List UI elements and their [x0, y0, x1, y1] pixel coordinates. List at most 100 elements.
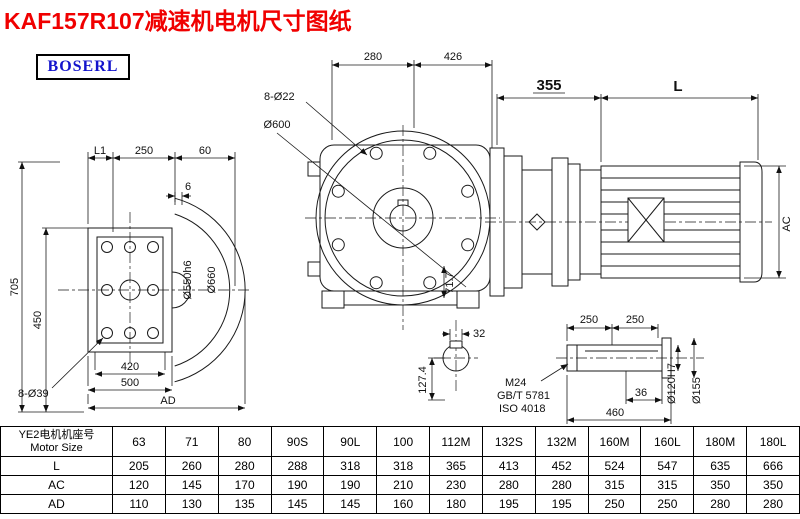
cell: 205: [112, 456, 166, 476]
gearbox-front-face: [87, 197, 246, 383]
dim-460: 460: [606, 407, 624, 419]
size-col: 100: [376, 426, 431, 457]
section-dimensions: 32 127.4: [417, 328, 485, 401]
shaft-section-view: 32 127.4: [417, 320, 485, 401]
dim-420: 420: [121, 361, 139, 373]
cell: 288: [270, 456, 325, 476]
size-col: 80: [217, 426, 272, 457]
cell: 280: [693, 494, 748, 514]
size-col: 180M: [693, 426, 748, 457]
output-shaft-detail: 250 250 M24 GB/T 5781 ISO 4018 36 460 Ø1…: [497, 314, 704, 424]
cell: 230: [429, 475, 483, 495]
section-keyway: [449, 340, 463, 349]
cell: 547: [640, 456, 695, 476]
size-col: 90L: [323, 426, 378, 457]
cell: 180: [429, 494, 483, 514]
foot-left: [321, 290, 345, 309]
motor-body: [600, 161, 763, 283]
cell: 635: [693, 456, 748, 476]
center-view-centerlines: [305, 125, 500, 330]
table-header-motor-size: YE2电机机座号 Motor Size: [0, 426, 113, 457]
cell: 280: [217, 456, 272, 476]
size-col: 160M: [587, 426, 642, 457]
cell: 145: [323, 494, 378, 514]
flange-circle-600: [315, 130, 491, 306]
size-col: 132S: [481, 426, 536, 457]
label-GBT5781: GB/T 5781: [497, 390, 550, 402]
cell: 195: [481, 494, 536, 514]
cell: 413: [481, 456, 536, 476]
cell: 210: [376, 475, 431, 495]
size-col: 180L: [746, 426, 800, 457]
cell: 120: [112, 475, 166, 495]
dim-250: 250: [135, 145, 153, 157]
dim-32: 32: [473, 328, 485, 340]
cell: 110: [112, 494, 166, 514]
left-view: L1 250 60 6 705 450 Ø550h6 Ø660 420: [9, 145, 252, 413]
dim-250a: 250: [580, 314, 598, 326]
size-col: 112M: [429, 426, 483, 457]
dim-426: 426: [444, 51, 462, 63]
cell: 145: [164, 475, 219, 495]
dim-355: 355: [536, 77, 561, 94]
dim-280: 280: [364, 51, 382, 63]
cell: 190: [323, 475, 378, 495]
dim-dia660: Ø660: [206, 267, 218, 294]
left-view-centerlines: [58, 212, 252, 368]
flange-arc-550: [174, 213, 231, 367]
dim-8-dia39: 8-Ø39: [18, 388, 49, 400]
cell: 315: [640, 475, 695, 495]
fan-cover: [739, 161, 763, 283]
table-row-L: L 205 260 280 288 318 318 365 413 452 52…: [0, 456, 800, 476]
motor-size-table: YE2电机机座号 Motor Size 63 71 80 90S 90L 100…: [0, 426, 800, 514]
shaft-body: [566, 337, 672, 379]
dim-500: 500: [121, 377, 139, 389]
cell: 666: [746, 456, 800, 476]
page-title: KAF157R107减速机电机尺寸图纸: [4, 8, 352, 34]
cell: 280: [534, 475, 589, 495]
dim-dia550: Ø550h6: [182, 260, 194, 299]
center-view-dimensions: 280 426 8-Ø22 Ø600 71.7: [264, 51, 493, 298]
cell: 190: [270, 475, 325, 495]
cell: 318: [376, 456, 431, 476]
end-washer: [661, 337, 672, 379]
flange-face: [307, 130, 491, 309]
cell: 365: [429, 456, 483, 476]
dim-127-4: 127.4: [417, 366, 429, 394]
right-view: 355 L AC: [485, 77, 793, 297]
size-col: 71: [164, 426, 219, 457]
header-line-cn: YE2电机机座号: [18, 428, 95, 441]
cell: 318: [323, 456, 378, 476]
left-view-dimensions: L1 250 60 6 705 450 Ø550h6 Ø660 420: [9, 145, 246, 413]
dim-dia155: Ø155: [691, 377, 703, 404]
cell: 130: [164, 494, 219, 514]
cell: 250: [640, 494, 695, 514]
cell: 350: [693, 475, 748, 495]
header-line-en: Motor Size: [30, 441, 83, 454]
hub-bump: [171, 271, 191, 309]
dim-705: 705: [9, 278, 21, 296]
dim-dia600: Ø600: [264, 119, 291, 131]
row-label: AD: [0, 494, 113, 514]
oil-plug-diamond: [528, 213, 546, 231]
flange-arc-660: [174, 197, 246, 383]
dim-250b: 250: [626, 314, 644, 326]
dim-71-7: 71.7: [444, 272, 456, 293]
center-view: 280 426 8-Ø22 Ø600 71.7: [264, 51, 500, 330]
technical-drawing: L1 250 60 6 705 450 Ø550h6 Ø660 420: [9, 51, 793, 424]
size-col: 90S: [270, 426, 325, 457]
row-label: AC: [0, 475, 113, 495]
cell: 250: [587, 494, 642, 514]
keyway: [397, 199, 409, 206]
boserl-logo: BOSERL: [36, 54, 130, 80]
label-ISO4018: ISO 4018: [499, 403, 545, 415]
dim-8-dia22: 8-Ø22: [264, 91, 295, 103]
cell: 170: [217, 475, 272, 495]
dim-6: 6: [185, 181, 191, 193]
cell: 135: [217, 494, 272, 514]
shaft-dimensions: 250 250 M24 GB/T 5781 ISO 4018 36 460 Ø1…: [497, 314, 703, 424]
cell: 160: [376, 494, 431, 514]
size-col: 132M: [534, 426, 589, 457]
label-M24: M24: [505, 377, 526, 389]
size-col: 160L: [640, 426, 695, 457]
